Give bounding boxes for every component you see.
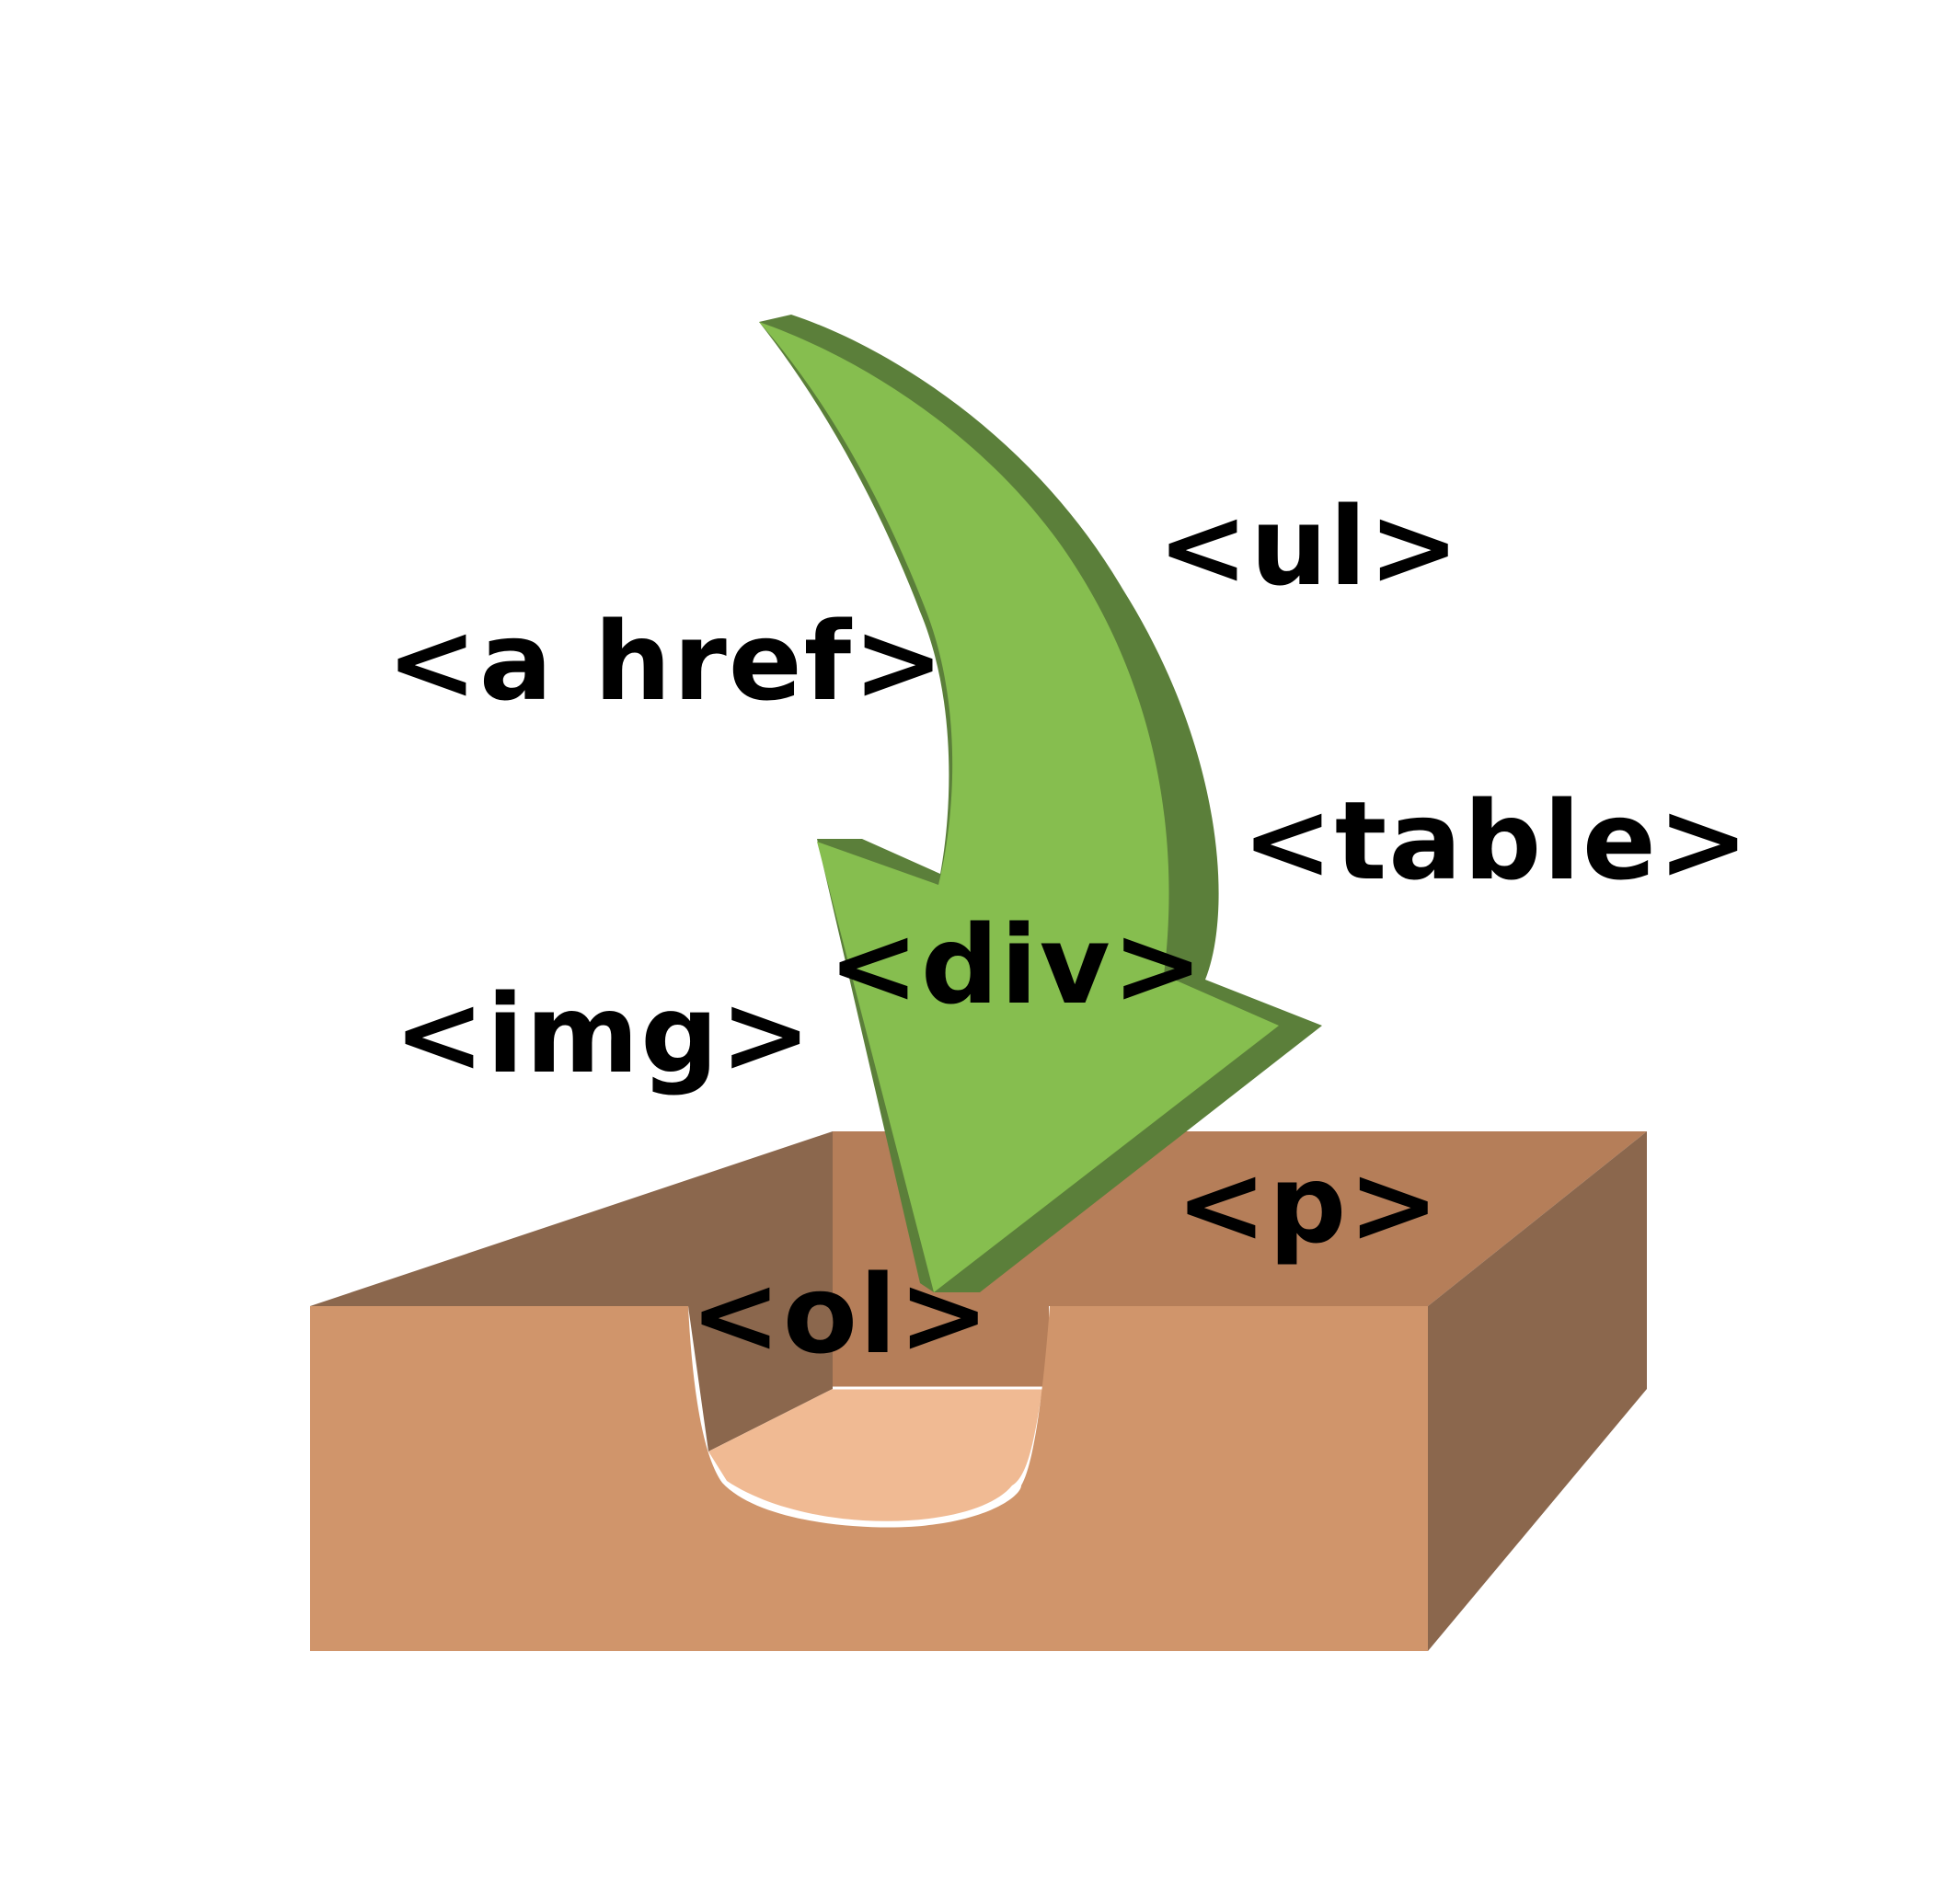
box-left-inner-wall [310, 1131, 833, 1451]
tag-label-ol: <ol> [690, 1251, 992, 1378]
tag-label-div: <div> [828, 901, 1205, 1028]
tag-label-p: <p> [1176, 1141, 1442, 1267]
tag-label-ul: <ul> [1157, 483, 1462, 610]
tag-label-img: <img> [394, 970, 813, 1097]
box-right-side [1428, 1131, 1647, 1651]
box-front-face [310, 1306, 1428, 1651]
tag-label-table: <table> [1242, 777, 1751, 904]
arrow-face [759, 322, 1279, 1292]
box-hole-floor [708, 1389, 1042, 1521]
tag-label-a-href: <a href> [386, 598, 947, 725]
